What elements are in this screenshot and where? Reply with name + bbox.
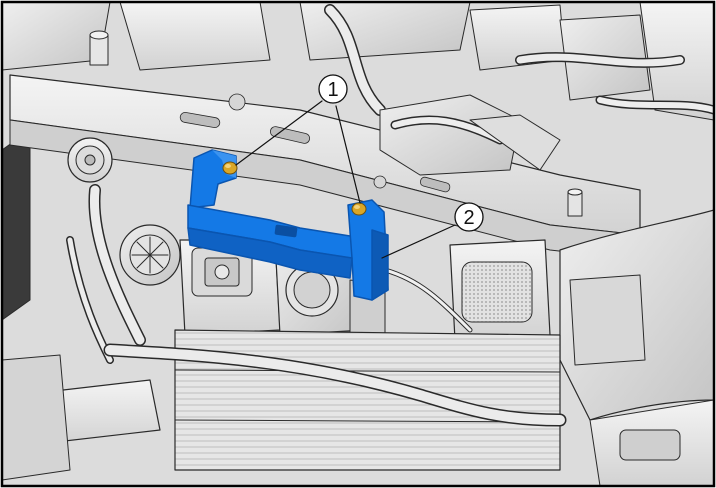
fastener-nuts <box>222 161 367 216</box>
callout-1-number: 1 <box>327 79 338 101</box>
callout-2-number: 2 <box>463 207 474 229</box>
radiator <box>174 329 561 471</box>
callout-leader-lines <box>235 100 456 259</box>
callout-1: 1 <box>318 74 348 104</box>
highlighted-bracket <box>187 149 389 301</box>
fastener-right <box>351 202 367 216</box>
callout-2: 2 <box>454 202 484 232</box>
callout-1-circle <box>318 74 348 104</box>
callout-2-circle <box>454 202 484 232</box>
fastener-left <box>222 161 238 175</box>
